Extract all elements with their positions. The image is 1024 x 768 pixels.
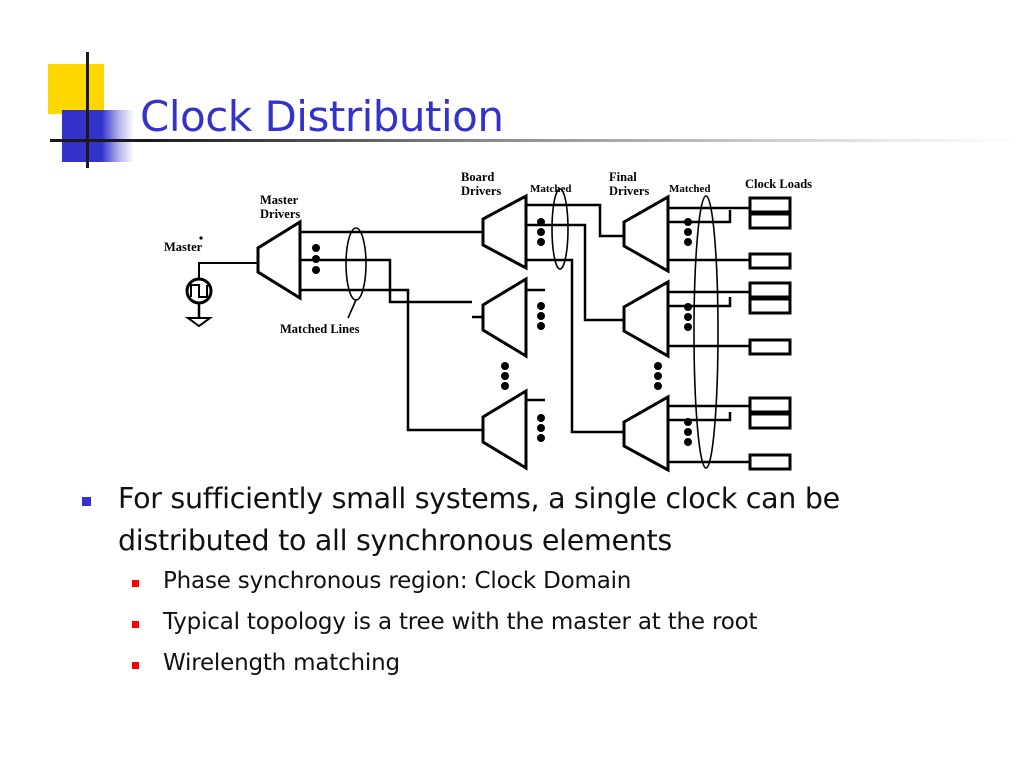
final-driver-2 bbox=[622, 279, 670, 359]
label-clock-loads: Clock Loads bbox=[745, 177, 812, 191]
label-master-drivers-2: Drivers bbox=[260, 207, 300, 221]
board-driver-3 bbox=[481, 388, 528, 471]
decorative-blue-square bbox=[62, 110, 134, 162]
label-final-drivers-2: Drivers bbox=[609, 184, 649, 198]
label-matched-1: Matched bbox=[530, 183, 572, 195]
label-master-drivers-1: Master bbox=[260, 193, 299, 207]
title-underline bbox=[50, 139, 1020, 142]
clock-load bbox=[748, 252, 792, 270]
clock-load bbox=[748, 281, 792, 299]
clock-load bbox=[748, 212, 792, 230]
matched-ellipse-board bbox=[551, 188, 569, 270]
clock-load bbox=[748, 196, 792, 214]
clock-load bbox=[748, 453, 792, 471]
matched-ellipse-final bbox=[693, 195, 719, 469]
clock-distribution-diagram: Master Master Drivers Board Drivers Matc… bbox=[164, 170, 812, 473]
clock-load bbox=[748, 338, 792, 356]
label-board-drivers-1: Board bbox=[461, 170, 494, 184]
bullet-marker bbox=[82, 497, 91, 506]
clock-load bbox=[748, 396, 792, 414]
final-driver-1 bbox=[622, 194, 670, 274]
sub-bullet-marker bbox=[132, 580, 139, 587]
sub-bullet-marker bbox=[132, 621, 139, 628]
sub-bullet-text-3: Wirelength matching bbox=[163, 650, 400, 676]
final-driver-3 bbox=[622, 394, 670, 473]
sub-bullet-text-2: Typical topology is a tree with the mast… bbox=[163, 609, 758, 635]
board-driver-1 bbox=[481, 193, 528, 271]
master-driver bbox=[256, 219, 302, 301]
ground-icon bbox=[184, 317, 214, 328]
sub-bullet-marker bbox=[132, 662, 139, 669]
slide-title: Clock Distribution bbox=[140, 92, 504, 141]
sub-bullet-text-1: Phase synchronous region: Clock Domain bbox=[163, 568, 632, 594]
clock-waveform bbox=[190, 284, 208, 298]
label-matched-lines: Matched Lines bbox=[280, 322, 360, 336]
label-master: Master bbox=[164, 240, 203, 254]
label-board-drivers-2: Drivers bbox=[461, 184, 501, 198]
bullet-main-text: For sufficiently small systems, a single… bbox=[118, 482, 840, 557]
clock-load bbox=[748, 412, 792, 430]
clock-load bbox=[748, 297, 792, 315]
label-final-drivers-1: Final bbox=[609, 170, 637, 184]
label-matched-2: Matched bbox=[669, 183, 711, 195]
decorative-yellow-square bbox=[48, 64, 104, 114]
decorative-vertical-line bbox=[86, 52, 89, 168]
board-driver-2 bbox=[481, 276, 528, 359]
